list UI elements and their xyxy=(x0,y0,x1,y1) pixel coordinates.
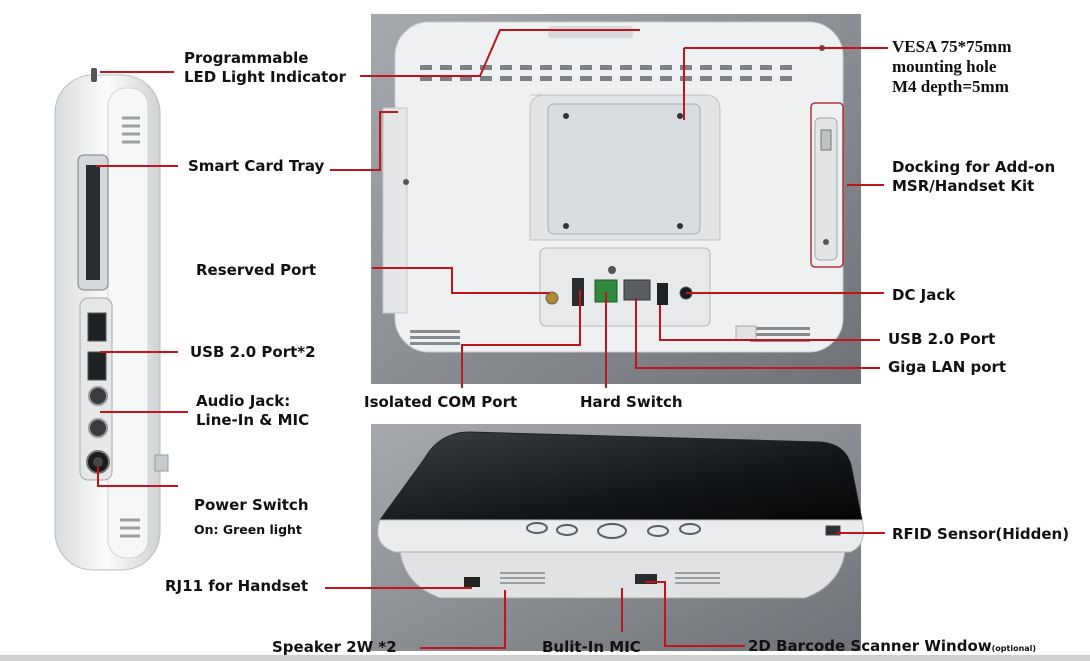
leader-smart-card-rear xyxy=(330,111,398,171)
label-docking: Docking for Add-on MSR/Handset Kit xyxy=(892,158,1055,196)
label-reserved: Reserved Port xyxy=(196,261,316,279)
label-led: Programmable LED Light Indicator xyxy=(184,49,346,87)
label-led-line2: LED Light Indicator xyxy=(184,68,347,86)
label-hard-switch: Hard Switch xyxy=(580,393,683,411)
label-audio: Audio Jack: Line-In & MIC xyxy=(196,392,309,430)
label-speaker: Speaker 2W *2 xyxy=(272,638,397,656)
leader-barcode xyxy=(645,581,745,647)
label-barcode-note: (optional) xyxy=(991,644,1037,653)
label-vesa-line2: mounting hole xyxy=(892,57,997,76)
label-dc: DC Jack xyxy=(892,286,956,304)
label-barcode-text: 2D Barcode Scanner Window xyxy=(748,637,992,655)
leader-reserved xyxy=(372,267,550,294)
label-audio-line2: Line-In & MIC xyxy=(196,411,310,429)
label-rfid: RFID Sensor(Hidden) xyxy=(892,525,1070,543)
leader-lan xyxy=(635,298,880,369)
bottom-bar xyxy=(0,655,1090,661)
leader-lines xyxy=(96,29,888,649)
label-vesa: VESA 75*75mm mounting hole M4 depth=5mm xyxy=(892,37,1011,97)
rear-view xyxy=(371,14,861,384)
label-rj11: RJ11 for Handset xyxy=(165,577,309,595)
label-barcode: 2D Barcode Scanner Window(optional) xyxy=(748,637,1036,658)
label-docking-line2: MSR/Handset Kit xyxy=(892,177,1035,195)
label-docking-line1: Docking for Add-on xyxy=(892,158,1056,176)
label-vesa-line1: VESA 75*75mm xyxy=(892,37,1012,56)
leader-com xyxy=(461,290,581,388)
label-vesa-line3: M4 depth=5mm xyxy=(892,77,1009,96)
leader-usb-rear xyxy=(659,305,880,341)
label-mic: Bulit-In MIC xyxy=(542,638,641,656)
label-led-line1: Programmable xyxy=(184,49,309,67)
front-view xyxy=(371,424,864,651)
label-audio-line1: Audio Jack: xyxy=(196,392,291,410)
leader-led-rear xyxy=(360,29,640,77)
label-usb-rear: USB 2.0 Port xyxy=(888,330,996,348)
label-lan: Giga LAN port xyxy=(888,358,1007,376)
leader-power xyxy=(97,466,178,487)
label-usb-side: USB 2.0 Port*2 xyxy=(190,343,316,361)
leader-speaker xyxy=(420,590,506,649)
label-smart-card: Smart Card Tray xyxy=(188,157,325,175)
side-view xyxy=(54,68,169,571)
label-power-note: On: Green light xyxy=(194,522,302,537)
label-com: Isolated COM Port xyxy=(364,393,518,411)
label-power: Power Switch xyxy=(194,496,309,514)
